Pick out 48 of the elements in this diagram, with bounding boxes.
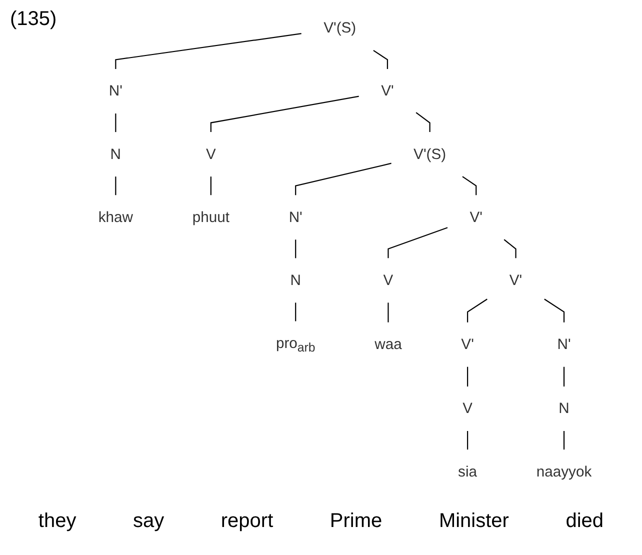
connector <box>210 176 212 196</box>
node-text: V' <box>461 336 474 353</box>
gloss-word: died <box>566 510 604 533</box>
node-text: pro$_{arb}$ <box>276 335 316 355</box>
connector <box>544 298 565 322</box>
connector <box>388 302 389 322</box>
node-text: sia <box>458 464 478 480</box>
node-text: V'(S) <box>324 20 356 36</box>
node-text: naayyok <box>536 464 592 480</box>
node-text: N <box>110 146 122 162</box>
node-text: waa <box>374 336 402 353</box>
connector <box>295 162 392 196</box>
connector <box>115 176 116 196</box>
connector <box>210 96 359 132</box>
node-text: V <box>462 400 472 417</box>
connector <box>504 239 516 258</box>
connector <box>563 366 565 386</box>
node-text: khaw <box>98 209 133 226</box>
node-text: V <box>206 146 216 162</box>
node-text: N' <box>557 336 571 353</box>
connector <box>563 431 565 450</box>
node-text: V'(S) <box>414 146 446 162</box>
connector <box>416 112 430 132</box>
node-text: V' <box>470 209 482 226</box>
gloss-word: they <box>38 510 76 533</box>
connector <box>467 431 468 450</box>
node-text: N' <box>108 83 122 100</box>
node-text: V <box>383 272 394 289</box>
example-number: (135) <box>10 8 57 31</box>
connector <box>467 366 468 386</box>
gloss-word: Minister <box>438 510 509 533</box>
gloss-word: Prime <box>330 510 382 533</box>
node-text: V' <box>381 83 394 100</box>
connector <box>115 33 302 69</box>
gloss-word: report <box>220 510 274 533</box>
connector <box>373 50 388 69</box>
node-text: V' <box>509 272 522 289</box>
node-text: N' <box>288 209 302 226</box>
node-text: N <box>290 272 301 289</box>
node-text: N <box>558 400 570 417</box>
node-text: phuut <box>192 209 230 226</box>
connector <box>388 227 448 258</box>
gloss-word: say <box>132 510 164 533</box>
connector <box>467 298 488 322</box>
connector <box>295 240 296 258</box>
connector <box>115 114 116 132</box>
connector <box>295 302 296 322</box>
connector <box>462 176 477 196</box>
